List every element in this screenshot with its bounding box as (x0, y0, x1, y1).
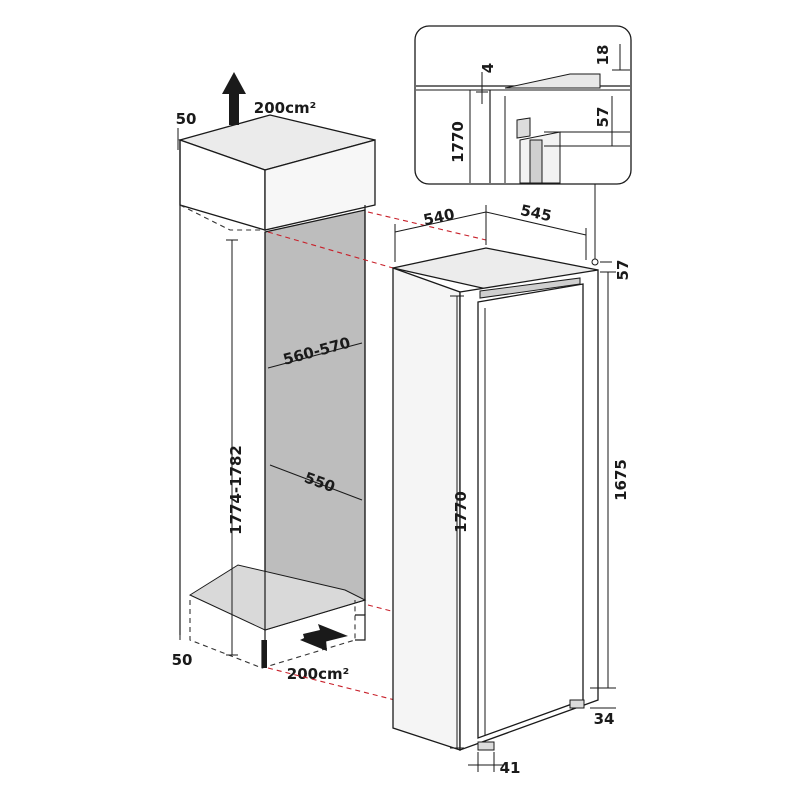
niche-height-label: 1774-1782 (227, 445, 245, 535)
vent-top-area-label: 200cm² (254, 99, 316, 117)
niche-floor (188, 564, 367, 631)
appliance-top-gap-label: 57 (614, 260, 632, 281)
appliance-door (477, 283, 584, 739)
detail-gap-right-top-label: 18 (594, 45, 612, 66)
vent-top-offset-label: 50 (176, 110, 197, 128)
detail-gap-top-label: 4 (479, 63, 497, 73)
guide-lines (267, 211, 487, 701)
appliance-height-label: 1770 (452, 491, 470, 533)
airflow-in-arrow-icon (300, 624, 348, 651)
vent-bottom-area-label: 200cm² (287, 665, 349, 683)
detail-height-label: 1770 (449, 121, 467, 163)
foot-depth-label: 41 (500, 759, 521, 777)
niche-cabinet: 1774-1782 560-570 550 50 50 200cm² 200cm… (172, 72, 376, 683)
door-height-label: 1675 (612, 459, 630, 501)
hinge-detail-callout: 4 1770 18 57 (414, 25, 632, 266)
appliance-depth-label: 545 (519, 201, 553, 225)
base-offset-label: 34 (594, 710, 615, 728)
appliance-width-label: 540 (422, 205, 456, 229)
detail-gap-right-label: 57 (594, 107, 612, 128)
appliance: 540 545 57 1675 34 1770 41 (392, 201, 632, 777)
airflow-up-arrow-icon (222, 72, 246, 125)
niche-cavity (264, 209, 366, 631)
vent-bottom-offset-label: 50 (172, 651, 193, 669)
appliance-side (392, 267, 461, 751)
top-box-side (264, 139, 376, 231)
